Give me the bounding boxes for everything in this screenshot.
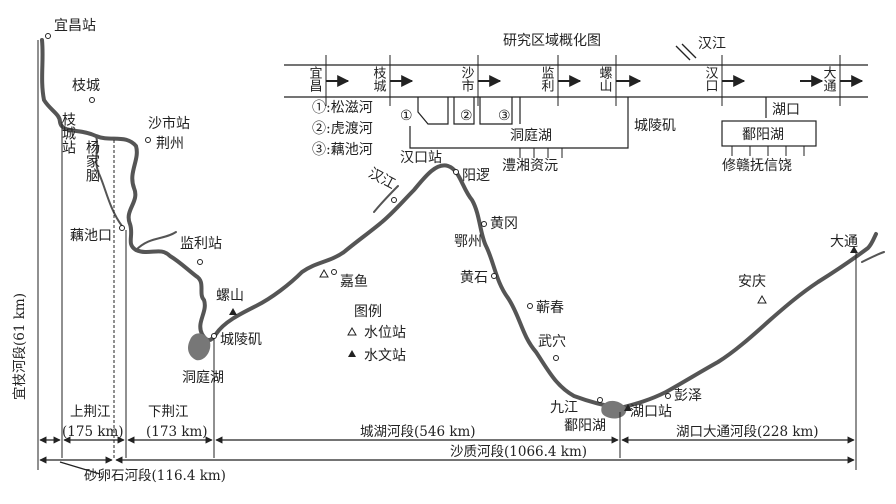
segment-upper-km: (175 km): [62, 424, 124, 440]
schematic-legend-ouchi: ③:藕池河: [312, 142, 373, 158]
chenglingji-marker: [211, 333, 217, 339]
label-pengze: 彭泽: [674, 388, 702, 404]
schematic-poyang-rivers: 修赣抚信饶: [722, 158, 792, 174]
segment-upper-jingjiang: 上荆江: [70, 404, 111, 420]
schematic-title: 研究区域概化图: [503, 33, 601, 49]
huangshi-marker: [491, 273, 497, 279]
label-dongting: 洞庭湖: [182, 369, 224, 386]
label-qichun: 蕲春: [536, 300, 564, 316]
jianli-marker: [197, 259, 203, 265]
schematic-poyang-box: [721, 120, 817, 147]
legend-hydrologic-icon: [348, 350, 356, 357]
map-legend: 图例 水位站 水文站: [347, 304, 406, 364]
qichun-marker: [527, 303, 533, 309]
segment-chenghu: 城湖河段(546 km): [360, 424, 476, 440]
segment-boundaries: [37, 40, 857, 470]
dongting-lake-shape: [188, 333, 211, 361]
huanggang-marker: [481, 221, 487, 227]
label-poyang: 鄱阳湖: [564, 418, 606, 434]
yangtze-river: [40, 38, 885, 410]
schematic-dongting-links: [409, 97, 629, 149]
schematic-dongting-label: 洞庭湖: [510, 127, 552, 144]
label-hankou: 汉口站: [400, 150, 442, 166]
schematic-outlet-1: ①: [400, 108, 413, 124]
segment-hukou-datong: 湖口大通河段(228 km): [676, 424, 819, 440]
schematic-station-hankou: 汉口: [703, 66, 719, 92]
label-yangjianao: 杨家脑: [84, 140, 100, 183]
schematic-chenglingji-label: 城陵矶: [634, 118, 676, 134]
zhicheng-marker: [89, 97, 95, 103]
label-yichang: 宜昌站: [54, 18, 96, 34]
label-yangluo: 阳逻: [462, 168, 490, 184]
schematic-hukou-label: 湖口: [772, 102, 800, 118]
anqing-level-marker: [757, 294, 767, 304]
label-huanggang: 黄冈: [490, 215, 518, 232]
legend-water-level: 水位站: [364, 325, 406, 341]
label-shashi: 沙市站: [148, 115, 190, 132]
legend-title: 图例: [354, 304, 382, 320]
schematic-station-luoshan: 螺山: [597, 66, 613, 92]
yichang-marker: [45, 33, 51, 39]
schematic-hanjiang-label: 汉江: [698, 36, 726, 52]
legend-water-level-icon: [347, 326, 357, 336]
schematic-station-datong: 大通: [821, 66, 837, 92]
shashi-marker: [145, 137, 151, 143]
poyang-lake-shape: [601, 400, 627, 419]
jiujiang-marker: [597, 397, 603, 403]
schematic-station-yichang: 宜昌: [307, 66, 323, 92]
luoshan-hydro-marker: [229, 308, 237, 315]
schematic-legend-hudu: ②:虎渡河: [312, 121, 373, 137]
schematic-hanjiang-line: [675, 45, 691, 61]
label-jianli: 监利站: [180, 236, 222, 252]
schematic-station-zhicheng: 枝城: [371, 66, 387, 93]
jiayu-level-marker: [319, 268, 329, 278]
segment-lower-jingjiang: 下荆江: [148, 404, 189, 420]
label-ezhou: 鄂州: [454, 234, 482, 250]
pengze-marker: [665, 393, 671, 399]
schematic-dongting-rivers: 澧湘资沅: [502, 158, 558, 174]
label-jiujiang: 九江: [550, 400, 578, 416]
yangluo-marker: [453, 169, 459, 175]
label-anqing: 安庆: [738, 274, 766, 290]
hanjiang-marker: [391, 197, 397, 203]
label-jingzhou: 荆州: [156, 136, 184, 152]
label-ouchikou: 藕池口: [70, 228, 112, 244]
schematic-poyang-label: 鄱阳湖: [742, 127, 784, 143]
segment-gravel: 砂卵石河段(116.4 km): [84, 468, 226, 484]
ouchikou-marker: [119, 225, 125, 231]
schematic-station-shashi: 沙市: [459, 66, 475, 92]
label-huangshi: 黄石: [460, 269, 488, 286]
hukou-hydro-marker: [624, 404, 632, 411]
label-wuxue: 武穴: [538, 334, 566, 350]
label-zhicheng-station: 枝城站: [60, 112, 76, 154]
label-luoshan: 螺山: [216, 288, 244, 304]
schematic-outlet-2: ②: [460, 108, 473, 124]
label-zhicheng: 枝城: [72, 78, 100, 94]
legend-hydrologic: 水文站: [364, 348, 406, 364]
schematic-legend-songzi: ①:松滋河: [312, 100, 373, 116]
label-datong: 大通: [830, 234, 858, 250]
segment-yizhi: 宜枝河段(61 km): [12, 293, 28, 400]
jiayu-marker: [331, 269, 337, 275]
label-jiayu: 嘉鱼: [340, 273, 368, 290]
wuxue-marker: [553, 355, 559, 361]
label-hukou: 湖口站: [630, 404, 672, 420]
label-hanjiang: 汉江: [366, 165, 398, 192]
schematic-diagram: 研究区域概化图 宜昌 枝城 沙市: [284, 33, 868, 174]
schematic-outlet-3: ③: [498, 108, 511, 124]
segment-lower-km: (173 km): [146, 424, 208, 440]
segment-sandy: 沙质河段(1066.4 km): [450, 444, 587, 460]
label-chenglingji: 城陵矶: [220, 332, 262, 348]
schematic-station-jianli: 监利: [539, 66, 555, 92]
